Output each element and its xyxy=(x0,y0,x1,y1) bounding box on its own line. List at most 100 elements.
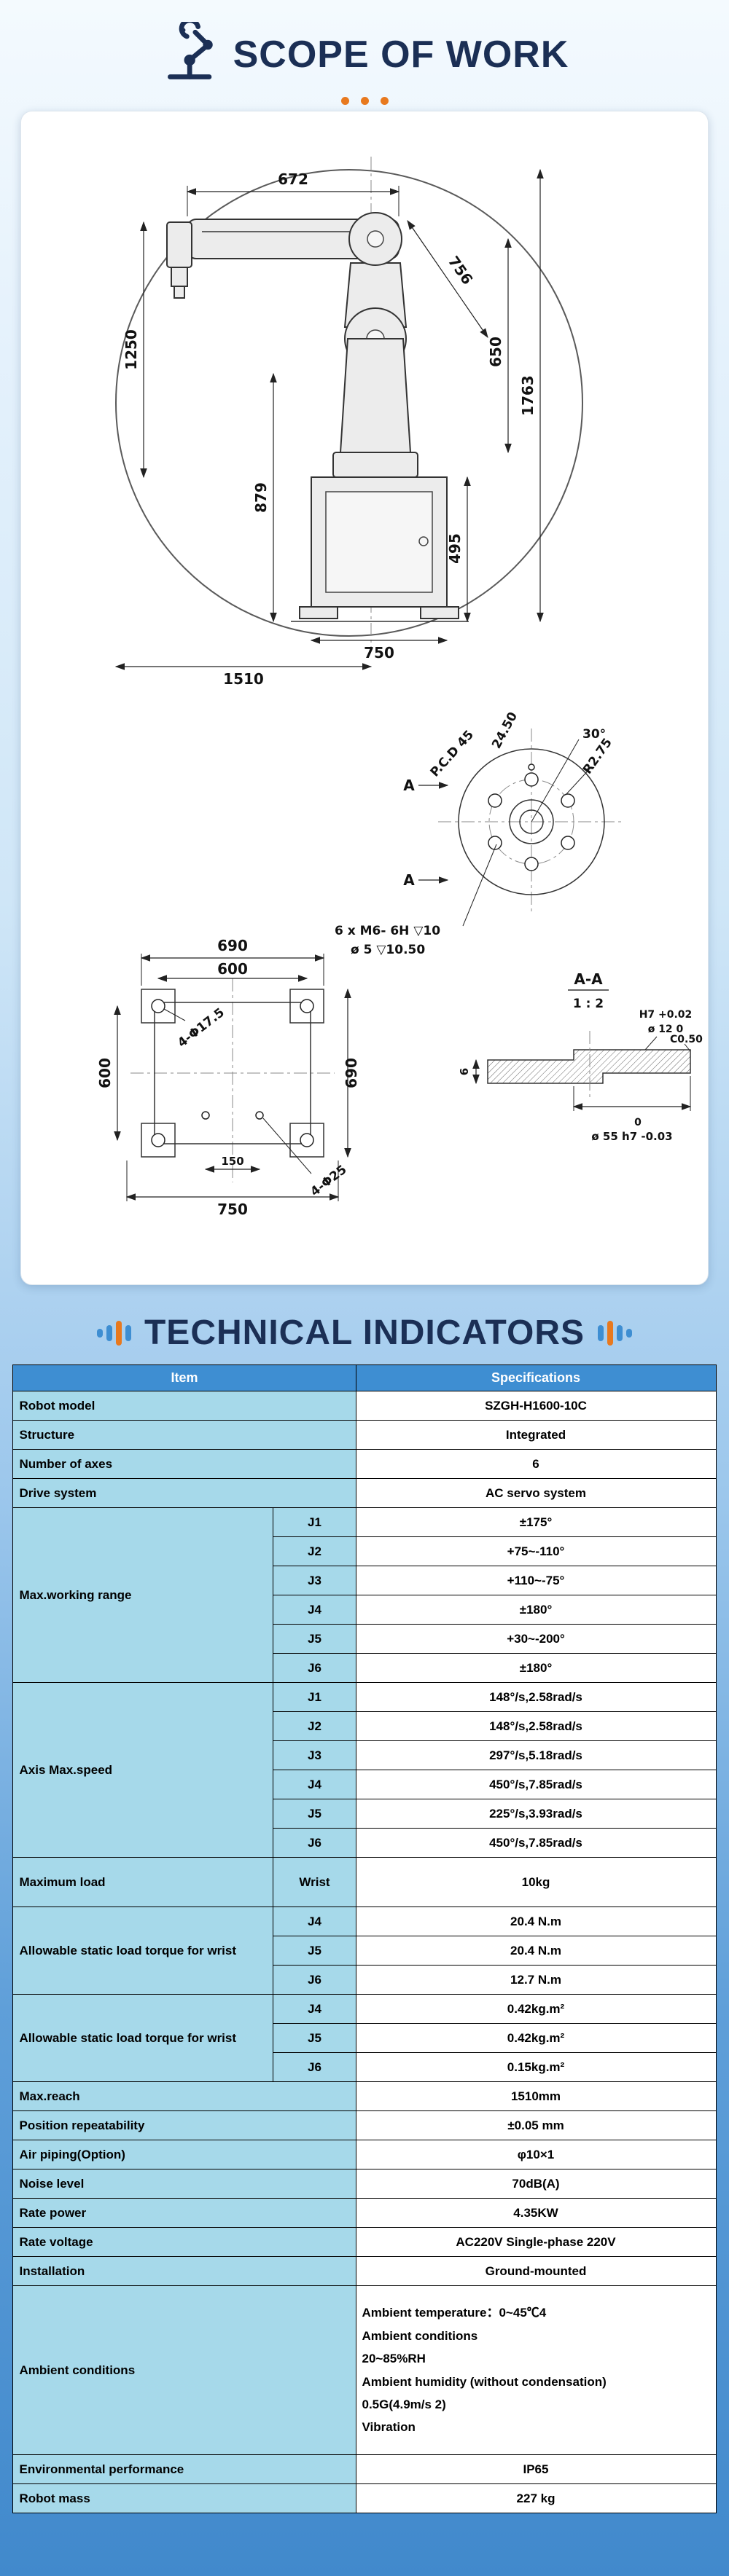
section-chamfer: C0.50 xyxy=(670,1034,703,1045)
spec-cell: φ10×1 xyxy=(355,2140,717,2169)
axis-cell: J3 xyxy=(273,1566,356,1595)
spec-cell: 70dB(A) xyxy=(355,2169,717,2199)
table-header-row: Item Specifications xyxy=(12,1364,717,1391)
section-dia55-tol-zero: 0 xyxy=(634,1117,642,1128)
base-dimension-lines: 690 600 600 690 150 750 4-Φ17.5 4-Φ25 xyxy=(96,937,360,1218)
axis-cell: J4 xyxy=(273,1994,356,2024)
table-row: Noise level 70dB(A) xyxy=(12,2169,717,2199)
table-row: J3 +110~-75° xyxy=(13,1566,717,1595)
table-row: Environmental performance IP65 xyxy=(12,2454,717,2484)
item-cell: Ambient conditions xyxy=(12,2285,356,2455)
spec-cell: 20.4 N.m xyxy=(355,1907,717,1936)
spec-cell: 20.4 N.m xyxy=(355,1936,717,1966)
col-header-specifications: Specifications xyxy=(355,1364,717,1391)
section-profile xyxy=(487,1049,691,1084)
base-dim-750: 750 xyxy=(217,1201,248,1218)
axis-cell: Wrist xyxy=(273,1857,356,1907)
spec-cell: 1510mm xyxy=(355,2081,717,2111)
spec-cell: 297°/s,5.18rad/s xyxy=(355,1740,717,1770)
axis-cell: J5 xyxy=(273,2023,356,2053)
axis-cell: J2 xyxy=(273,1711,356,1741)
axis-cell: J2 xyxy=(273,1536,356,1566)
spec-cell: ±175° xyxy=(355,1507,717,1537)
table-row: Max.working range J1 ±175° xyxy=(12,1507,717,1683)
dim-756-label: 756 xyxy=(445,253,477,288)
dim-1763-label: 1763 xyxy=(519,375,537,416)
spec-cell: 148°/s,2.58rad/s xyxy=(355,1711,717,1741)
section-title: A-A xyxy=(574,970,603,988)
dim-495-label: 495 xyxy=(446,533,464,564)
item-cell: Max.reach xyxy=(12,2081,356,2111)
spec-cell: 227 kg xyxy=(355,2483,717,2513)
bar-decoration xyxy=(115,1320,122,1346)
bars-decoration-right xyxy=(598,1320,632,1346)
section-tolerance-line1: H7 +0.02 xyxy=(639,1009,693,1021)
axis-cell: J1 xyxy=(273,1507,356,1537)
spec-cell: AC servo system xyxy=(355,1478,717,1508)
item-cell: Axis Max.speed xyxy=(12,1682,274,1858)
spec-cell: 450°/s,7.85rad/s xyxy=(355,1828,717,1858)
table-row: Allowable static load torque for wrist J… xyxy=(12,1994,717,2082)
spec-cell: AC220V Single-phase 220V xyxy=(355,2227,717,2257)
item-cell: Maximum load xyxy=(12,1857,274,1907)
axis-cell: J6 xyxy=(273,1965,356,1995)
ambient-line: 0.5G(4.9m/s 2) xyxy=(362,2397,446,2411)
item-cell: Position repeatability xyxy=(12,2110,356,2140)
spec-cell: 4.35KW xyxy=(355,2198,717,2228)
flange-drawing: 30° P.C.D 45 24.50 R2.75 A A 6 x M6- 6H … xyxy=(335,710,625,957)
item-cell: Allowable static load torque for wrist xyxy=(12,1994,274,2082)
bars-decoration-left xyxy=(96,1320,131,1346)
item-cell: Allowable static load torque for wrist xyxy=(12,1907,274,1995)
item-cell: Max.working range xyxy=(12,1507,274,1683)
spec-cell: Ambient temperature：0~45℃4 Ambient condi… xyxy=(355,2285,717,2455)
axis-cell: J1 xyxy=(273,1682,356,1712)
ambient-line: 20~85%RH xyxy=(362,2352,426,2366)
axis-cell: J4 xyxy=(273,1595,356,1625)
technical-drawing-card: 672 1250 756 650 1763 879 495 750 1510 xyxy=(20,111,709,1285)
ambient-line: Ambient temperature：0~45℃4 xyxy=(362,2306,547,2320)
base-hole-note-17-5: 4-Φ17.5 xyxy=(175,1005,227,1051)
spec-cell: 10kg xyxy=(355,1857,717,1907)
table-row: Drive system AC servo system xyxy=(12,1478,717,1508)
bar-decoration xyxy=(607,1320,613,1346)
item-cell: Air piping(Option) xyxy=(12,2140,356,2169)
dot-decoration xyxy=(380,97,389,105)
dot-decoration xyxy=(340,97,349,105)
dim-879-label: 879 xyxy=(252,482,270,513)
spec-cell: ±180° xyxy=(355,1595,717,1625)
item-cell: Structure xyxy=(12,1420,356,1450)
dot-decoration xyxy=(360,97,369,105)
specifications-table: Item Specifications Robot model SZGH-H16… xyxy=(12,1364,717,2513)
spec-cell: 0.42kg.m² xyxy=(355,1994,717,2024)
flange-thread-note: 6 x M6- 6H ▽10 xyxy=(335,924,440,938)
envelope-dimension-lines: 672 1250 756 650 1763 879 495 750 1510 xyxy=(114,168,544,688)
ambient-line: Ambient conditions xyxy=(362,2328,478,2343)
item-cell: Rate voltage xyxy=(12,2227,356,2257)
bar-decoration xyxy=(617,1324,623,1341)
flange-pilot-note: ø 5 ▽10.50 xyxy=(351,943,425,957)
section-tolerance-line2: ø 12 0 xyxy=(648,1024,684,1035)
base-dim-150: 150 xyxy=(221,1155,243,1168)
table-row: Robot mass 227 kg xyxy=(12,2483,717,2513)
bar-decoration xyxy=(598,1324,604,1341)
axis-cell: J5 xyxy=(273,1799,356,1829)
table-row: J2 148°/s,2.58rad/s xyxy=(13,1711,717,1741)
table-row: Max.reach 1510mm xyxy=(12,2081,717,2111)
technical-drawing: 672 1250 756 650 1763 879 495 750 1510 xyxy=(96,157,703,1218)
spec-cell: +75~-110° xyxy=(355,1536,717,1566)
table-row: J6 ±180° xyxy=(13,1653,717,1683)
spec-cell: 6 xyxy=(355,1449,717,1479)
spec-cell: Ground-mounted xyxy=(355,2256,717,2286)
section-marker-a-top: A xyxy=(403,777,415,794)
item-cell: Installation xyxy=(12,2256,356,2286)
item-cell: Robot model xyxy=(12,1391,356,1421)
work-envelope-outline xyxy=(115,169,583,637)
spec-cell: 0.15kg.m² xyxy=(355,2052,717,2082)
item-cell: Drive system xyxy=(12,1478,356,1508)
bar-decoration xyxy=(626,1328,632,1338)
table-row: Allowable static load torque for wrist J… xyxy=(12,1907,717,1995)
spec-cell: Integrated xyxy=(355,1420,717,1450)
technical-indicators-title: TECHNICAL INDICATORS xyxy=(144,1313,585,1352)
item-cell: Environmental performance xyxy=(12,2454,356,2484)
axis-cell: J5 xyxy=(273,1936,356,1966)
